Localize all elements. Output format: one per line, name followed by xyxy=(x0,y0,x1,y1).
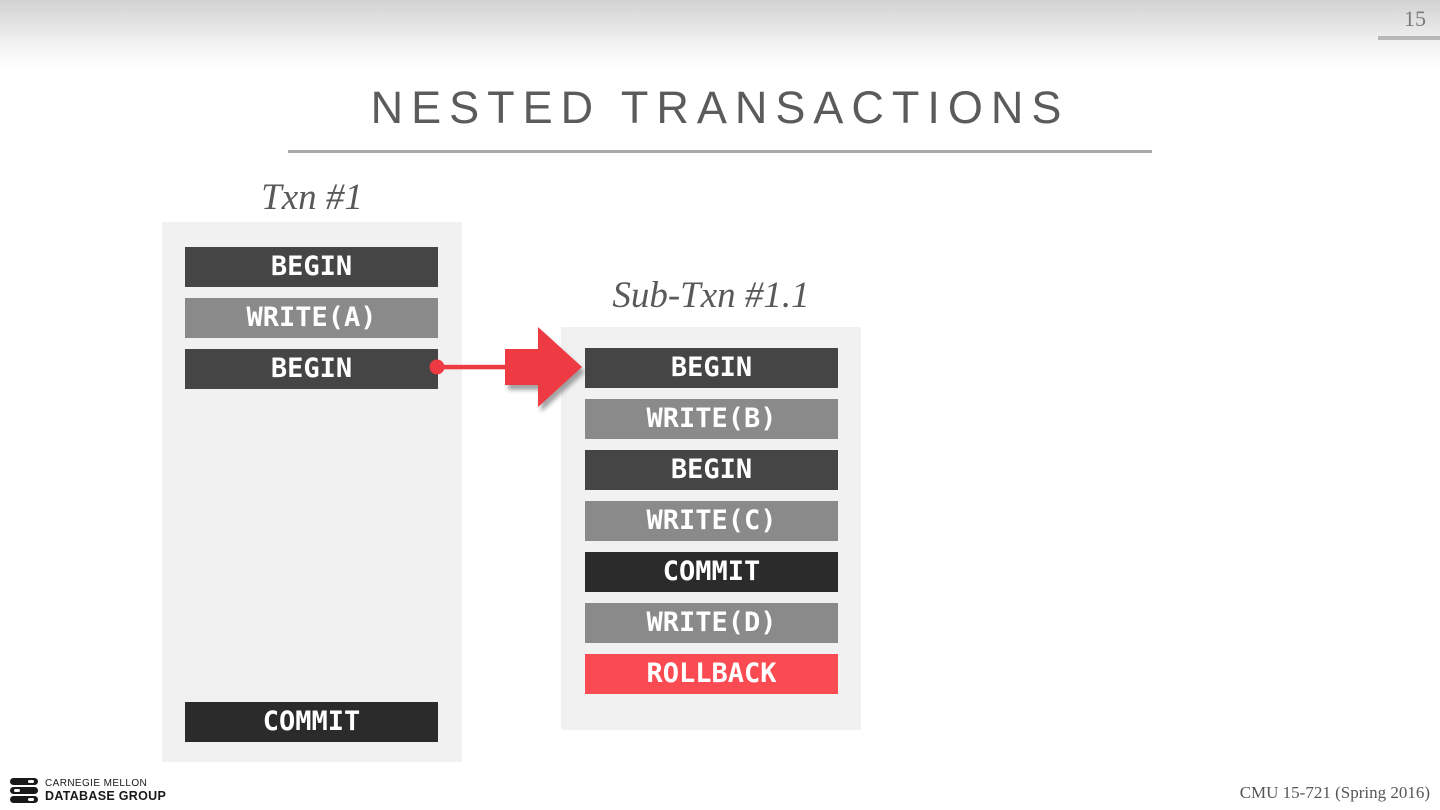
top-gradient-band xyxy=(0,0,1440,70)
nested-txn-arrow-icon xyxy=(429,327,582,407)
subtxn-op-write-d: WRITE(D) xyxy=(585,603,838,643)
logo-text: CARNEGIE MELLON DATABASE GROUP xyxy=(45,779,166,803)
logo-line-carnegie-mellon: CARNEGIE MELLON xyxy=(45,778,148,790)
subtxn-op-write-b: WRITE(B) xyxy=(585,399,838,439)
subtxn-op-write-c: WRITE(C) xyxy=(585,501,838,541)
subtxn-box: BEGIN WRITE(B) BEGIN WRITE(C) COMMIT WRI… xyxy=(561,327,861,730)
txn1-op-begin-sub: BEGIN xyxy=(185,349,438,389)
txn1-box: BEGIN WRITE(A) BEGIN COMMIT xyxy=(162,222,462,762)
subtxn-op-rollback: ROLLBACK xyxy=(585,654,838,694)
txn1-op-write-a: WRITE(A) xyxy=(185,298,438,338)
title-underline xyxy=(288,150,1152,153)
database-icon xyxy=(10,778,38,803)
subtxn-label: Sub-Txn #1.1 xyxy=(612,275,810,316)
txn1-label: Txn #1 xyxy=(261,177,363,218)
cmu-db-logo: CARNEGIE MELLON DATABASE GROUP xyxy=(8,776,166,806)
txn1-op-commit: COMMIT xyxy=(185,702,438,742)
subtxn-op-commit: COMMIT xyxy=(585,552,838,592)
page-number-underline xyxy=(1378,36,1440,40)
page-number: 15 xyxy=(1404,6,1426,31)
slide-title: NESTED TRANSACTIONS xyxy=(370,82,1070,133)
txn1-op-begin: BEGIN xyxy=(185,247,438,287)
subtxn-op-begin-2: BEGIN xyxy=(585,450,838,490)
logo-line-database-group: DATABASE GROUP xyxy=(45,788,167,803)
course-footer: CMU 15-721 (Spring 2016) xyxy=(1239,783,1430,802)
subtxn-op-begin: BEGIN xyxy=(585,348,838,388)
